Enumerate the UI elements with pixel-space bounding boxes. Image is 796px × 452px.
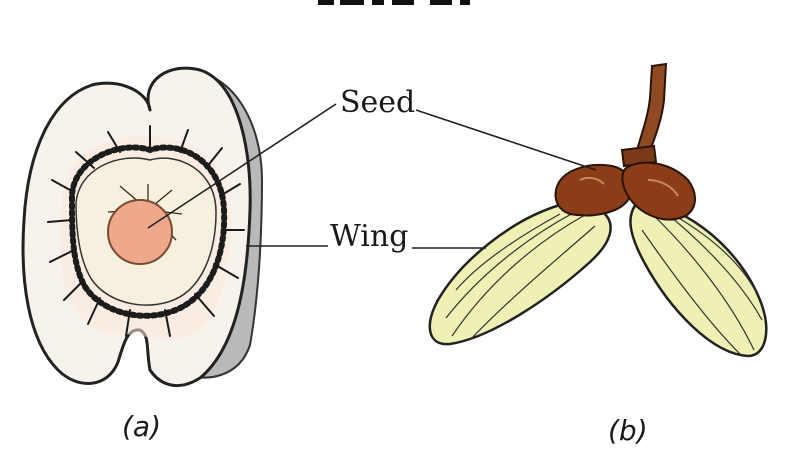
caption-a: (a) — [122, 410, 161, 443]
seed-label-group: Seed — [147, 85, 597, 229]
stalk-b — [634, 62, 668, 158]
seed-b-right-highlight — [647, 179, 679, 197]
wing-label: Wing — [330, 219, 408, 254]
caption-b: (b) — [608, 414, 648, 447]
seed-leader-a — [147, 103, 337, 229]
samara-b — [428, 62, 768, 358]
fibres-a — [47, 125, 245, 337]
seed-label: Seed — [340, 85, 415, 120]
seed-a — [107, 199, 173, 265]
seed-b-left — [554, 164, 633, 217]
seed-b-right — [621, 161, 696, 221]
seed-leader-b — [415, 109, 597, 171]
wing-b-left-veins — [445, 211, 596, 341]
seed-b-left-highlight — [579, 176, 605, 185]
wing-b-left — [428, 202, 612, 346]
wing-b-right — [629, 198, 768, 358]
wing-label-group: Wing — [246, 219, 486, 254]
stalk-collar — [620, 144, 658, 168]
cropped-heading-fragment — [318, 0, 470, 5]
seed-chamber-rim — [68, 144, 228, 319]
winged-fruit-a — [21, 66, 264, 388]
